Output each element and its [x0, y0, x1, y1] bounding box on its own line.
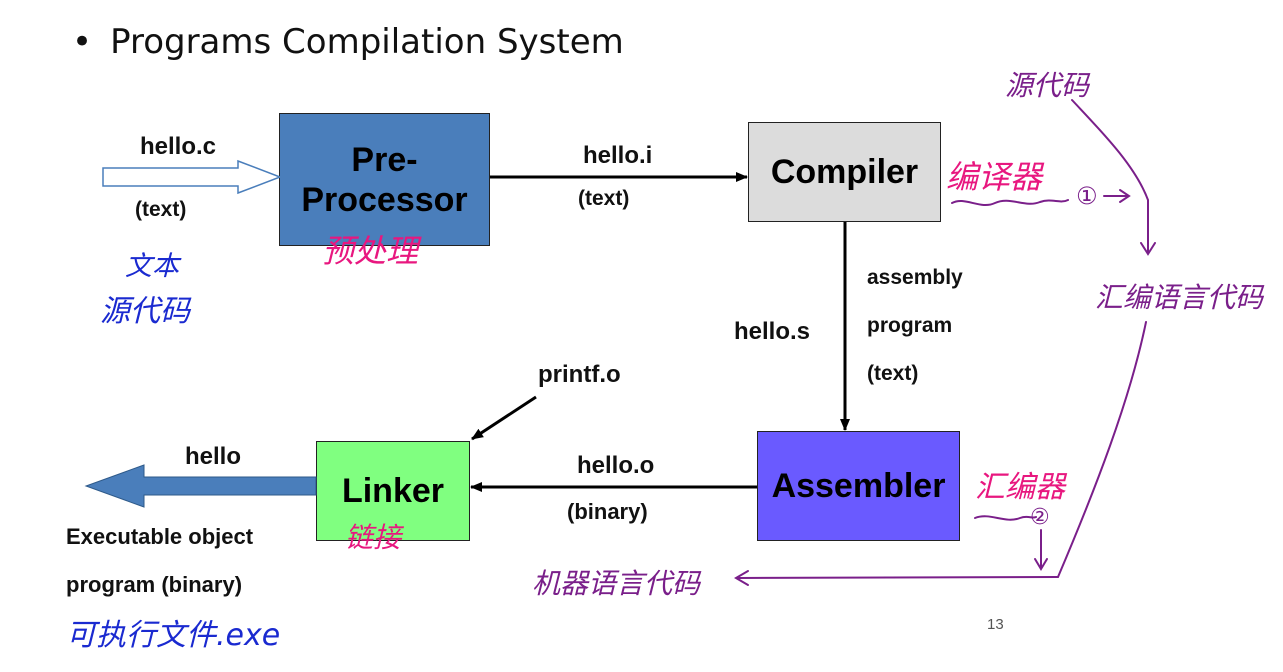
annot-circle1: ①: [1076, 182, 1098, 210]
annot-kezhixing: 可执行文件.exe: [66, 618, 281, 653]
label-hello-o: hello.o: [577, 452, 655, 479]
purple-arrowhead-down-1: [1140, 242, 1156, 256]
label-hello-i: hello.i: [583, 142, 653, 169]
label-assembly: assembly: [867, 266, 963, 289]
annot-circle2: ②: [1030, 505, 1050, 530]
label-text-s: (text): [867, 362, 919, 385]
linker-label: Linker: [341, 472, 445, 510]
annot-yuandaima-left: 源代码: [100, 294, 190, 329]
preprocessor-line1: Pre-: [351, 140, 418, 179]
purple-arrowhead-left: [734, 570, 749, 586]
title-text: Programs Compilation System: [110, 22, 624, 62]
annot-bianyiqi: 编译器: [946, 158, 1043, 196]
compiler-box: Compiler: [748, 122, 941, 222]
annot-yuchuli: 预处理: [322, 232, 419, 270]
purple-line-asm-down: [1057, 321, 1147, 578]
annot-huibianqi: 汇编器: [975, 470, 1065, 505]
purple-wave-compiler: [951, 199, 1069, 206]
label-hello-c: hello.c: [140, 133, 217, 160]
linker-box: Linker: [316, 441, 470, 541]
label-printf-o: printf.o: [538, 361, 621, 388]
assembler-box: Assembler: [757, 431, 960, 541]
label-hello-s: hello.s: [734, 318, 811, 345]
slide-title: • Programs Compilation System: [72, 22, 624, 62]
annot-lianjie: 链接: [345, 521, 402, 554]
purple-arrow-circle1: [1103, 189, 1131, 203]
purple-line-bottom: [737, 576, 1059, 579]
assembler-label: Assembler: [771, 467, 946, 505]
preprocessor-box: Pre- Processor: [279, 113, 490, 246]
label-program: program: [867, 314, 953, 337]
label-executable-2: program (binary): [66, 572, 243, 597]
annot-jiqi-code: 机器语言代码: [532, 567, 701, 600]
annot-yuandaima-top: 源代码: [1005, 69, 1090, 102]
input-hollow-arrow: [102, 159, 283, 195]
purple-arrowhead-down-2: [1034, 558, 1048, 571]
preprocessor-line2: Processor: [301, 180, 468, 219]
annot-huibian-code: 汇编语言代码: [1095, 281, 1264, 314]
annot-wenben: 文本: [125, 251, 179, 282]
output-blue-arrow: [84, 464, 317, 508]
page-number: 13: [987, 616, 1004, 633]
label-binary: (binary): [567, 499, 648, 524]
purple-line-top-to-asm: [1071, 99, 1149, 253]
purple-wave-assembler: [974, 515, 1037, 521]
label-executable-1: Executable object: [66, 524, 254, 549]
label-text-i: (text): [578, 187, 630, 210]
label-hello-out: hello: [185, 443, 242, 470]
compiler-label: Compiler: [770, 153, 919, 191]
arrow-printf-to-linker: [471, 395, 537, 441]
label-text-input: (text): [135, 198, 187, 221]
bullet-icon: •: [72, 22, 93, 62]
